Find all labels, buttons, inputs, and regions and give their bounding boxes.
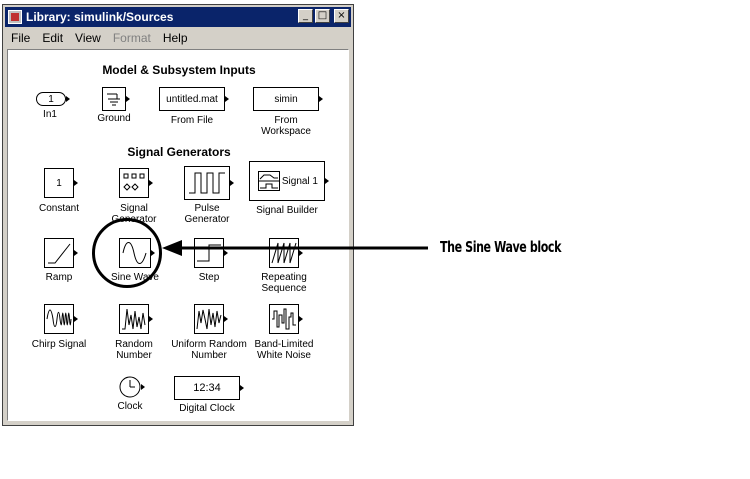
step-label: Step [198,272,220,283]
random-number-icon [122,308,146,330]
maximize-button[interactable]: □ [315,9,330,23]
in1-label: In1 [43,109,57,120]
band-limited-white-noise-block[interactable] [269,304,303,334]
clock-block[interactable] [118,375,145,399]
library-window: Library: simulink/Sources _ □ × File Edi… [2,4,354,426]
uniform-random-number-label: Uniform Random Number [171,339,247,361]
menu-bar: File Edit View Format Help [5,29,351,47]
from-file-block-text: untitled.mat [166,93,218,105]
window-title: Library: simulink/Sources [26,10,174,24]
annotation-label: The Sine Wave block [440,238,562,256]
constant-block-text: 1 [56,177,62,189]
signal-builder-label: Signal Builder [256,205,318,216]
pulse-generator-label: Pulse Generator [184,203,230,225]
title-bar[interactable]: Library: simulink/Sources _ □ × [5,7,351,27]
in1-block-text: 1 [48,93,54,105]
clock-icon [119,376,145,398]
uniform-random-number-icon [196,308,222,330]
menu-help[interactable]: Help [162,31,188,45]
simulink-app-icon[interactable] [8,10,22,24]
constant-block[interactable]: 1 [44,168,78,198]
repeating-sequence-icon [271,242,297,264]
repeating-sequence-label: Repeating Sequence [261,272,307,294]
menu-format: Format [112,31,151,45]
chirp-signal-icon [46,309,72,327]
ramp-label: Ramp [45,272,73,283]
signal-builder-block-text: Signal 1 [281,175,318,187]
band-limited-white-noise-label: Band-Limited White Noise [254,339,314,361]
step-block[interactable] [194,238,228,268]
random-number-label: Random Number [115,339,153,361]
digital-clock-label: Digital Clock [179,403,235,414]
chirp-signal-label: Chirp Signal [31,339,87,350]
constant-label: Constant [38,203,80,214]
section-title-inputs: Model & Subsystem Inputs [102,63,256,77]
clock-label: Clock [117,401,143,412]
repeating-sequence-block[interactable] [269,238,303,268]
ground-label: Ground [97,113,131,124]
sine-wave-highlight-circle [92,218,162,288]
signal-generator-icon [123,173,145,191]
digital-clock-block-text: 12:34 [193,382,221,394]
menu-file[interactable]: File [11,31,31,45]
in1-block[interactable]: 1 [36,92,70,106]
from-workspace-block-text: simin [274,93,298,105]
ramp-icon [48,243,71,264]
band-limited-white-noise-icon [272,308,296,330]
pulse-generator-block[interactable] [184,166,234,200]
menu-view[interactable]: View [75,31,101,45]
random-number-block[interactable] [119,304,153,334]
window-controls: _ □ × [298,9,349,23]
from-workspace-block[interactable]: simin [253,87,323,111]
from-workspace-label: From Workspace [261,115,311,137]
ground-icon [107,93,120,106]
menu-edit[interactable]: Edit [42,31,64,45]
from-file-block[interactable]: untitled.mat [159,87,229,111]
chirp-signal-block[interactable] [44,304,78,334]
ground-block[interactable] [102,87,130,111]
section-title-generators: Signal Generators [127,145,231,159]
signal-builder-icon [258,171,280,191]
from-file-label: From File [170,115,214,126]
pulse-wave-icon [189,172,225,194]
close-button[interactable]: × [334,9,349,23]
annotation-arrow-icon [162,240,428,256]
digital-clock-block[interactable]: 12:34 [174,376,244,400]
signal-builder-block[interactable]: Signal 1 [249,161,329,201]
signal-generator-block[interactable] [119,168,153,198]
library-canvas: Model & Subsystem Inputs 1 In1 Ground un… [7,49,349,421]
uniform-random-number-block[interactable] [194,304,228,334]
minimize-button[interactable]: _ [298,9,313,23]
step-icon [197,244,221,262]
ramp-block[interactable] [44,238,78,268]
